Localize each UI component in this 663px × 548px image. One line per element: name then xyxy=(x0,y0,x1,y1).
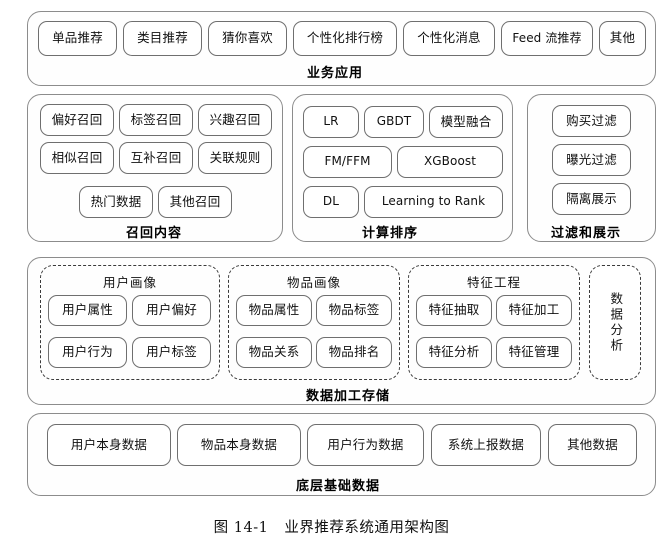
group-item-profile xyxy=(228,265,400,380)
node-base-4[interactable]: 其他数据 xyxy=(548,424,637,466)
node-ranking-2[interactable]: 模型融合 xyxy=(429,106,503,138)
node-recall-0[interactable]: 偏好召回 xyxy=(40,104,114,136)
node-ranking-5[interactable]: DL xyxy=(303,186,359,218)
node-business-1[interactable]: 类目推荐 xyxy=(123,21,202,56)
node-item-profile-3[interactable]: 物品排名 xyxy=(316,337,392,368)
node-item-profile-0[interactable]: 物品属性 xyxy=(236,295,312,326)
layer-title-filter-display: 过滤和展示 xyxy=(551,226,622,241)
node-ranking-1[interactable]: GBDT xyxy=(364,106,424,138)
group-user-profile xyxy=(40,265,220,380)
node-ranking-6[interactable]: Learning to Rank xyxy=(364,186,503,218)
node-recall-6[interactable]: 热门数据 xyxy=(79,186,153,218)
node-ranking-3[interactable]: FM/FFM xyxy=(303,146,392,178)
node-business-6[interactable]: 其他 xyxy=(599,21,646,56)
figure-caption-text: 业界推荐系统通用架构图 xyxy=(284,520,450,536)
node-filter-2[interactable]: 隔离展示 xyxy=(552,183,631,215)
node-recall-5[interactable]: 关联规则 xyxy=(198,142,272,174)
figure-caption-number: 图 14-1 xyxy=(213,520,269,536)
node-data-analysis[interactable]: 数据分析 xyxy=(589,265,641,380)
layer-data-storage xyxy=(27,257,656,405)
node-filter-1[interactable]: 曝光过滤 xyxy=(552,144,631,176)
node-ranking-0[interactable]: LR xyxy=(303,106,359,138)
node-base-1[interactable]: 物品本身数据 xyxy=(177,424,301,466)
figure-caption: 图 14-1 业界推荐系统通用架构图 xyxy=(0,516,663,537)
node-ranking-4[interactable]: XGBoost xyxy=(397,146,503,178)
node-base-0[interactable]: 用户本身数据 xyxy=(47,424,171,466)
node-filter-0[interactable]: 购买过滤 xyxy=(552,105,631,137)
node-feature-2[interactable]: 特征分析 xyxy=(416,337,492,368)
group-title-feature-engineering: 特征工程 xyxy=(466,275,521,290)
node-feature-3[interactable]: 特征管理 xyxy=(496,337,572,368)
node-item-profile-1[interactable]: 物品标签 xyxy=(316,295,392,326)
node-business-2[interactable]: 猜你喜欢 xyxy=(208,21,287,56)
node-base-2[interactable]: 用户行为数据 xyxy=(307,424,424,466)
layer-title-business: 业务应用 xyxy=(307,66,364,81)
node-user-profile-1[interactable]: 用户偏好 xyxy=(132,295,211,326)
node-item-profile-2[interactable]: 物品关系 xyxy=(236,337,312,368)
node-base-3[interactable]: 系统上报数据 xyxy=(431,424,541,466)
node-recall-1[interactable]: 标签召回 xyxy=(119,104,193,136)
node-recall-4[interactable]: 互补召回 xyxy=(119,142,193,174)
node-business-4[interactable]: 个性化消息 xyxy=(403,21,495,56)
node-user-profile-3[interactable]: 用户标签 xyxy=(132,337,211,368)
node-recall-7[interactable]: 其他召回 xyxy=(158,186,232,218)
group-feature-engineering xyxy=(408,265,580,380)
layer-title-ranking: 计算排序 xyxy=(362,226,419,241)
layer-title-recall: 召回内容 xyxy=(126,226,183,241)
node-feature-1[interactable]: 特征加工 xyxy=(496,295,572,326)
node-recall-2[interactable]: 兴趣召回 xyxy=(198,104,272,136)
node-user-profile-2[interactable]: 用户行为 xyxy=(48,337,127,368)
layer-title-data-storage: 数据加工存储 xyxy=(306,389,391,404)
node-recall-3[interactable]: 相似召回 xyxy=(40,142,114,174)
layer-title-base-data: 底层基础数据 xyxy=(296,479,381,494)
node-business-0[interactable]: 单品推荐 xyxy=(38,21,117,56)
node-business-5[interactable]: Feed 流推荐 xyxy=(501,21,593,56)
node-business-3[interactable]: 个性化排行榜 xyxy=(293,21,397,56)
node-user-profile-0[interactable]: 用户属性 xyxy=(48,295,127,326)
group-title-item-profile: 物品画像 xyxy=(286,275,341,290)
node-feature-0[interactable]: 特征抽取 xyxy=(416,295,492,326)
group-title-user-profile: 用户画像 xyxy=(102,275,157,290)
